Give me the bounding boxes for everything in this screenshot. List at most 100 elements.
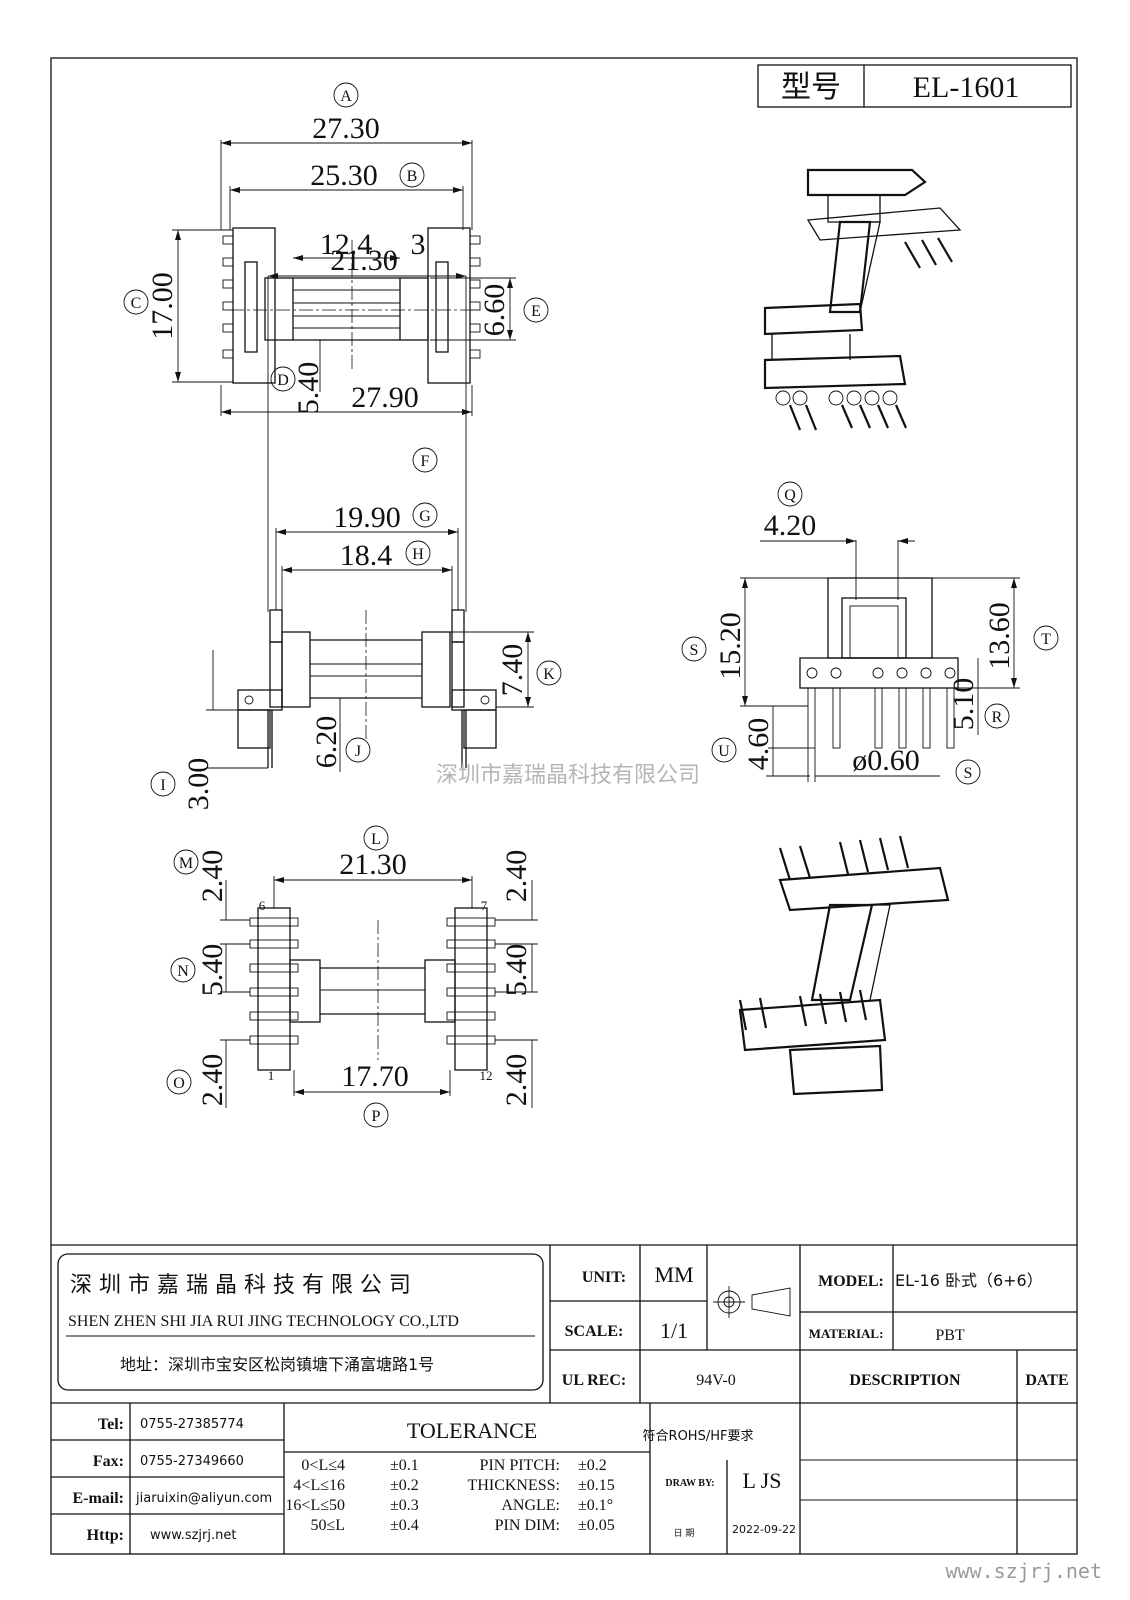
- company-name-cn: 深 圳 市 嘉 瑞 晶 科 技 有 限 公 司: [70, 1273, 411, 1298]
- dim-R-value: 5.10: [947, 678, 980, 731]
- dim-T-value: 13.60: [983, 602, 1016, 670]
- email-value[interactable]: jiaruixin@aliyun.com: [135, 1491, 272, 1506]
- ul-label: UL REC:: [562, 1372, 626, 1389]
- tel-label: Tel:: [98, 1416, 124, 1433]
- dim-D-value: 5.40: [292, 362, 325, 415]
- top-view: 27.30 A 25.30 B 12.4 3 17.00 C 5.40 D 27…: [123, 82, 549, 416]
- tolerance-range: 16<L≤50: [285, 1497, 345, 1514]
- dim-U-tag: U: [718, 743, 730, 760]
- date-label: DATE: [1025, 1372, 1068, 1389]
- date-value: 2022-09-22: [732, 1523, 796, 1536]
- dim-H-tag: H: [412, 546, 424, 563]
- pin-12-label: 12: [480, 1068, 493, 1083]
- spec-tolerance: ±0.05: [578, 1517, 615, 1534]
- dim-N-tag: N: [177, 963, 189, 980]
- dim-K-tag: K: [543, 666, 555, 683]
- spec-name: PIN PITCH:: [480, 1457, 560, 1474]
- dim-S2-tag: S: [964, 765, 973, 782]
- dim-B-tag: B: [407, 168, 418, 185]
- dim-U-value: 4.60: [742, 718, 775, 771]
- fax-value: 0755-27349660: [140, 1454, 244, 1469]
- dim-S2-value: ø0.60: [852, 744, 920, 777]
- rohs-compliance: 符合ROHS/HF要求: [643, 1428, 754, 1444]
- dim-D-tag: D: [277, 372, 289, 389]
- dim-Q-tag: Q: [784, 487, 796, 504]
- model-label: MODEL:: [818, 1273, 884, 1290]
- dim-A-value: 27.30: [312, 112, 380, 145]
- dim-F-value: 21.30: [330, 244, 398, 277]
- iso-view-top: [763, 168, 962, 431]
- material-value: PBT: [935, 1327, 965, 1344]
- dim-H-value: 18.4: [340, 539, 393, 572]
- spec-name: ANGLE:: [501, 1497, 560, 1514]
- dim-I-tag: I: [160, 777, 165, 794]
- dim-G-tag: G: [419, 508, 431, 525]
- dim-M-tag: M: [179, 855, 193, 872]
- dim-F-tag: F: [421, 453, 430, 470]
- material-label: MATERIAL:: [809, 1326, 884, 1341]
- dim-G-value: 19.90: [333, 501, 401, 534]
- model-header-label: 型号: [781, 70, 841, 105]
- dim-M2-value: 2.40: [500, 850, 533, 903]
- description-label: DESCRIPTION: [849, 1372, 961, 1389]
- dim-C-tag: C: [131, 295, 142, 312]
- spec-name: PIN DIM:: [495, 1517, 560, 1534]
- unit-label: UNIT:: [582, 1269, 626, 1286]
- dim-L-value: 21.30: [339, 848, 407, 881]
- iso-view-bottom: [738, 835, 950, 1096]
- draw-by-value: L JS: [743, 1468, 782, 1493]
- pin-7-label: 7: [481, 898, 488, 913]
- dim-J-value: 6.20: [310, 716, 343, 769]
- dim-N2-value: 5.40: [500, 944, 533, 997]
- spec-tolerance: ±0.1°: [578, 1497, 613, 1514]
- fax-label: Fax:: [93, 1453, 124, 1470]
- tolerance-value: ±0.1: [390, 1457, 419, 1474]
- tolerance-range: 50≤L: [310, 1517, 345, 1534]
- dim-O-tag: O: [173, 1075, 185, 1092]
- dim-M-value: 2.40: [196, 850, 229, 903]
- tolerance-value: ±0.2: [390, 1477, 419, 1494]
- dim-J-tag: J: [355, 743, 361, 760]
- dim-S-tag: S: [690, 642, 699, 659]
- tolerance-range: 0<L≤4: [301, 1457, 345, 1474]
- footer-url[interactable]: www.szjrj.net: [945, 1559, 1102, 1583]
- ul-value: 94V-0: [696, 1372, 735, 1389]
- model-header-value: EL-1601: [913, 71, 1020, 104]
- spec-name: THICKNESS:: [468, 1477, 560, 1494]
- http-label: Http:: [87, 1527, 124, 1544]
- bottom-view: 6 7 1 12 21.30 L 2.40 M 2.40 5.40 N 5.40…: [166, 825, 538, 1128]
- tolerance-value: ±0.4: [390, 1517, 419, 1534]
- date-cn-label: 日 期: [674, 1528, 695, 1539]
- tolerance-value: ±0.3: [390, 1497, 419, 1514]
- http-value[interactable]: www.szjrj.net: [150, 1528, 236, 1543]
- tolerance-title: TOLERANCE: [407, 1418, 537, 1443]
- email-label: E-mail:: [72, 1490, 124, 1507]
- spec-tolerance: ±0.2: [578, 1457, 607, 1474]
- dim-R-tag: R: [992, 709, 1003, 726]
- scale-label: SCALE:: [565, 1323, 624, 1340]
- dim-D2-value: 27.90: [351, 381, 419, 414]
- unit-value: MM: [654, 1262, 693, 1287]
- dim-O-value: 2.40: [196, 1054, 229, 1107]
- tolerance-range: 4<L≤16: [293, 1477, 345, 1494]
- tolerance-table: 0<L≤4 ±0.1 4<L≤16 ±0.2 16<L≤50 ±0.3 50≤L ±0.4 PI…: [285, 1457, 614, 1534]
- tel-value: 0755-27385774: [140, 1417, 244, 1432]
- pin-6-label: 6: [259, 898, 266, 913]
- dim-E-tag: E: [531, 303, 541, 320]
- dim-Q-value: 4.20: [764, 509, 817, 542]
- side-view: 4.20 Q 15.20 S 13.60 T 5.10 R 4.60 U ø0.…: [681, 481, 1059, 785]
- draw-by-label: DRAW BY:: [665, 1478, 714, 1489]
- dim-L-tag: L: [371, 831, 381, 848]
- model-header-box: 型号 EL-1601: [757, 64, 1072, 108]
- model-value: EL-16 卧式（6+6）: [895, 1271, 1043, 1290]
- scale-value: 1/1: [660, 1318, 688, 1343]
- dim-P-tag: P: [372, 1108, 381, 1125]
- pin-1-label: 1: [268, 1068, 275, 1083]
- spec-tolerance: ±0.15: [578, 1477, 615, 1494]
- company-address: 地址：深圳市宝安区松岗镇塘下涌富塘路1号: [120, 1355, 434, 1374]
- dim-E-value: 6.60: [478, 284, 511, 337]
- dim-I-value: 3.00: [182, 758, 215, 811]
- dim-S-value: 15.20: [714, 612, 747, 680]
- dim-C-value: 17.00: [146, 272, 179, 340]
